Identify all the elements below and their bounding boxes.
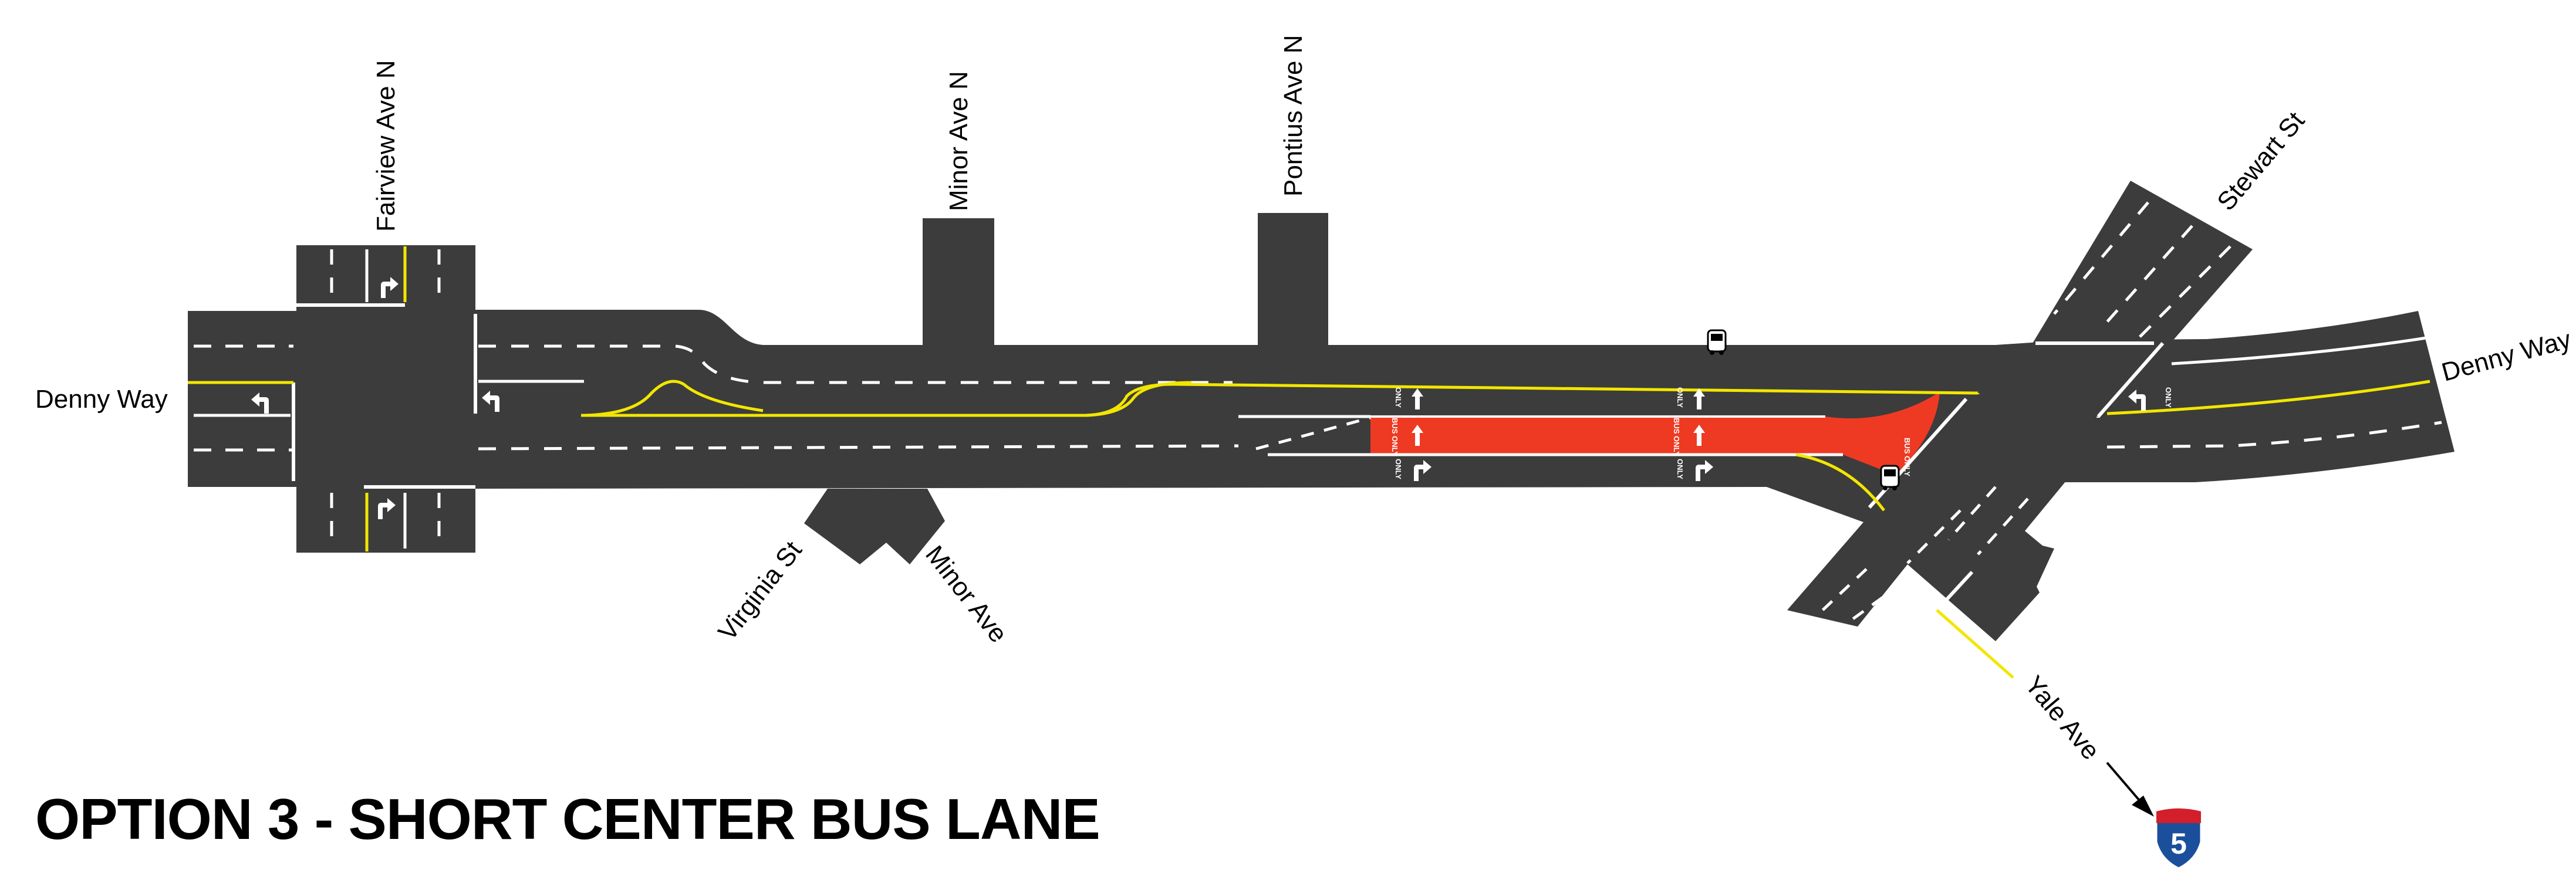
only-marking: ONLY: [1676, 387, 1684, 408]
bus-only-marking: BUS ONLY: [1672, 418, 1681, 456]
label-fairview-ave-n: Fairview Ave N: [372, 60, 400, 232]
center-lines: [188, 246, 2430, 679]
label-minor-ave: Minor Ave: [920, 540, 1013, 648]
yale-direction-arrow: [2106, 761, 2154, 817]
only-marking: ONLY: [1394, 387, 1403, 408]
virginia-minor-road: [804, 489, 945, 564]
bus-only-marking: BUS ONLY: [1903, 438, 1912, 476]
yale-ave-road: [1767, 431, 2066, 641]
interstate-number: 5: [2170, 827, 2187, 860]
label-minor-ave-n: Minor Ave N: [944, 71, 973, 211]
interstate-shield-icon: 5: [2155, 807, 2202, 869]
label-stewart-st: Stewart St: [2212, 106, 2310, 216]
stewart-st-road: [2013, 181, 2253, 375]
bus-only-marking: BUS ONLY: [1390, 418, 1399, 456]
label-virginia-st: Virginia St: [713, 536, 808, 647]
bus-icon: [1880, 465, 1900, 492]
label-denny-way-east: Denny Way: [2439, 325, 2574, 387]
pavement: [188, 181, 2455, 641]
bus-icon: [1707, 329, 1727, 356]
only-marking: ONLY: [1394, 459, 1403, 479]
pontius-ave-n-road: [1258, 213, 1328, 349]
minor-ave-n-road: [923, 218, 994, 348]
only-marking: ONLY: [2164, 387, 2173, 408]
fairview-road: [296, 245, 475, 553]
label-denny-way-west: Denny Way: [35, 385, 168, 414]
only-marking: ONLY: [1676, 459, 1684, 479]
label-pontius-ave-n: Pontius Ave N: [1279, 35, 1308, 197]
pavement-text: ONLY BUS ONLY ONLY ONLY BUS ONLY ONLY BU…: [1390, 387, 2173, 479]
label-yale-ave: Yale Ave: [2019, 671, 2105, 765]
lane-markings: [194, 201, 2442, 624]
page-title: OPTION 3 - SHORT CENTER BUS LANE: [35, 787, 1100, 851]
